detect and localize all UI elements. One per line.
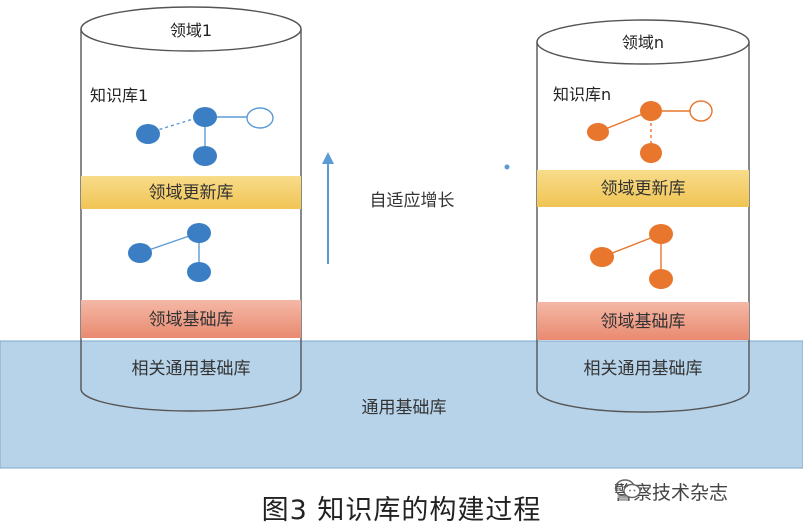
graph-node: [187, 262, 211, 282]
cylinder-body: [80, 29, 302, 412]
cylinder-domain-1: 领域1 知识库1 领域更新库 领域基础库 相关通用基础库: [80, 6, 302, 412]
domain-base-bar: [537, 302, 749, 340]
graph-node: [640, 143, 662, 163]
graph-node: [649, 224, 673, 244]
adaptive-growth-arrow: [322, 152, 334, 264]
adaptive-growth-label: 自适应增长: [370, 191, 455, 211]
domain-base-label: 领域基础库: [149, 310, 234, 330]
graph-node: [590, 247, 614, 267]
cylinder-body: [536, 42, 750, 413]
graph-node-new: [246, 107, 274, 129]
graph-node-new: [689, 100, 713, 122]
cylinder-domain-n: 领域n 知识库n 领域更新库 领域基础库 相关通用基础库: [536, 19, 750, 413]
arrow-head: [322, 152, 334, 164]
domain-label: 领域1: [170, 21, 212, 40]
related-common-base-label: 相关通用基础库: [584, 359, 703, 379]
figure-caption: 图3 知识库的构建过程: [261, 495, 542, 526]
common-base-label: 通用基础库: [362, 398, 447, 418]
domain-base-label: 领域基础库: [601, 312, 686, 332]
ellipsis-dot: [504, 164, 510, 170]
graph-node: [649, 269, 673, 289]
graph-node: [193, 146, 217, 166]
graph-node: [128, 243, 152, 263]
graph-node: [193, 107, 217, 127]
related-common-base-label: 相关通用基础库: [132, 359, 251, 379]
wechat-icon: [614, 479, 641, 499]
cylinder-top: [536, 19, 750, 65]
knowledge-base-label: 知识库n: [553, 85, 611, 104]
cylinder-top: [80, 6, 302, 52]
domain-update-label: 领域更新库: [601, 179, 686, 199]
graph-node: [187, 223, 211, 243]
graph-node: [587, 123, 609, 141]
watermark: 警察技术杂志: [614, 478, 728, 505]
graph-node: [136, 124, 160, 144]
knowledge-base-label: 知识库1: [90, 86, 148, 105]
domain-base-bar: [81, 300, 301, 338]
common-base-band: [0, 340, 803, 469]
domain-update-bar: [81, 176, 301, 209]
graph-node: [640, 101, 662, 121]
domain-update-bar: [537, 170, 749, 207]
watermark-text: 警察技术杂志: [614, 482, 729, 504]
domain-label: 领域n: [622, 33, 664, 52]
domain-update-label: 领域更新库: [149, 183, 234, 203]
